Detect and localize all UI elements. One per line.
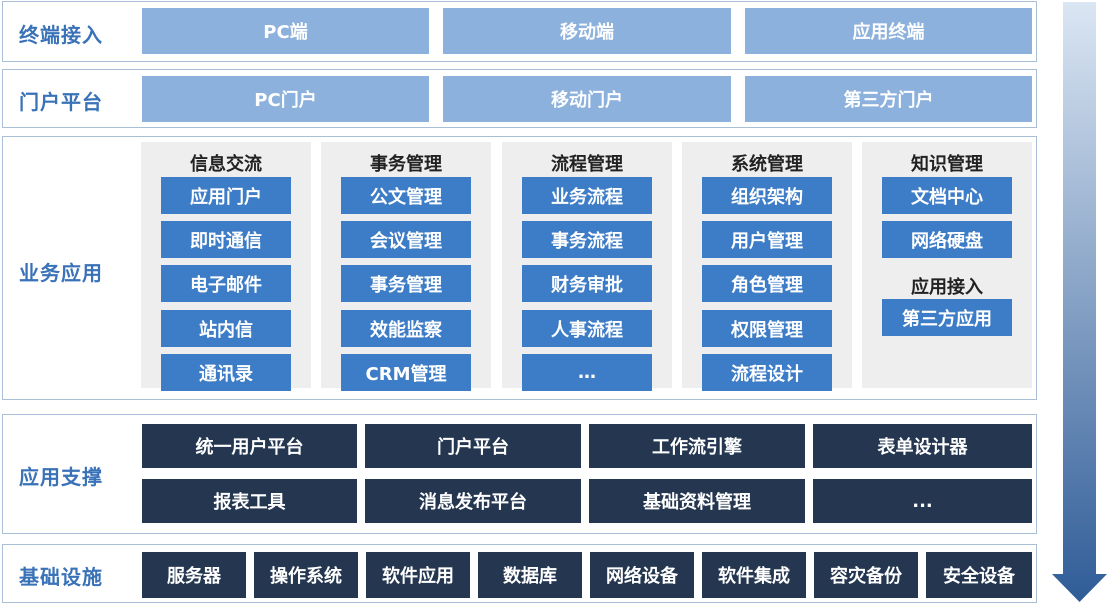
workflow-engine-button[interactable]: 工作流引擎: [589, 424, 805, 468]
form-designer-button[interactable]: 表单设计器: [813, 424, 1032, 468]
disaster-backup-button[interactable]: 容灾备份: [814, 552, 918, 598]
instant-messaging-button[interactable]: 即时通信: [161, 221, 291, 258]
terminal-item-mobile[interactable]: 移动端: [443, 8, 731, 54]
unified-user-platform-button[interactable]: 统一用户平台: [142, 424, 357, 468]
group-system: 系统管理 组织架构 用户管理 角色管理 权限管理 流程设计: [682, 142, 852, 391]
affairs-process-button[interactable]: 事务流程: [522, 221, 652, 258]
security-device-button[interactable]: 安全设备: [926, 552, 1032, 598]
portal-item-mobile[interactable]: 移动门户: [443, 76, 731, 122]
basic-data-management-button[interactable]: 基础资料管理: [589, 479, 805, 523]
portal-platform-button[interactable]: 门户平台: [365, 424, 581, 468]
support-layer: 应用支撑 统一用户平台 门户平台 工作流引擎 表单设计器 报表工具 消息发布平台…: [2, 414, 1037, 534]
financial-approval-button[interactable]: 财务审批: [522, 265, 652, 302]
operating-system-button[interactable]: 操作系统: [254, 552, 358, 598]
more-processes-button[interactable]: …: [522, 354, 652, 391]
portal-item-pc[interactable]: PC门户: [142, 76, 429, 122]
user-management-button[interactable]: 用户管理: [702, 221, 832, 258]
email-button[interactable]: 电子邮件: [161, 265, 291, 302]
message-publish-platform-button[interactable]: 消息发布平台: [365, 479, 581, 523]
process-design-button[interactable]: 流程设计: [702, 354, 832, 391]
third-party-app-button[interactable]: 第三方应用: [882, 299, 1012, 336]
org-structure-button[interactable]: 组织架构: [702, 177, 832, 214]
meeting-management-button[interactable]: 会议管理: [341, 221, 471, 258]
business-layer-title: 业务应用: [19, 261, 103, 285]
terminal-item-app[interactable]: 应用终端: [745, 8, 1032, 54]
support-layer-title: 应用支撑: [19, 465, 103, 489]
role-management-button[interactable]: 角色管理: [702, 265, 832, 302]
report-tool-button[interactable]: 报表工具: [142, 479, 357, 523]
terminal-layer: 终端接入 PC端 移动端 应用终端: [2, 1, 1037, 62]
document-center-button[interactable]: 文档中心: [882, 177, 1012, 214]
database-button[interactable]: 数据库: [478, 552, 582, 598]
group-affairs: 事务管理 公文管理 会议管理 事务管理 效能监察 CRM管理: [321, 142, 491, 391]
flow-down-arrow-icon: [1052, 2, 1107, 602]
portal-layer: 门户平台 PC门户 移动门户 第三方门户: [2, 69, 1037, 128]
group-title: 系统管理: [731, 154, 803, 175]
efficiency-supervision-button[interactable]: 效能监察: [341, 310, 471, 347]
software-application-button[interactable]: 软件应用: [366, 552, 470, 598]
group-workflow: 流程管理 业务流程 事务流程 财务审批 人事流程 …: [502, 142, 672, 391]
group-subtitle: 应用接入: [911, 277, 983, 298]
app-portal-button[interactable]: 应用门户: [161, 177, 291, 214]
hr-process-button[interactable]: 人事流程: [522, 310, 652, 347]
terminal-layer-title: 终端接入: [19, 23, 103, 47]
group-title: 信息交流: [190, 154, 262, 175]
server-button[interactable]: 服务器: [142, 552, 246, 598]
portal-item-third-party[interactable]: 第三方门户: [745, 76, 1032, 122]
infrastructure-layer-title: 基础设施: [19, 565, 103, 589]
group-title: 知识管理: [911, 154, 983, 175]
permission-management-button[interactable]: 权限管理: [702, 310, 832, 347]
infrastructure-layer: 基础设施 服务器 操作系统 软件应用 数据库 网络设备 软件集成 容灾备份 安全…: [2, 544, 1037, 603]
group-info-exchange: 信息交流 应用门户 即时通信 电子邮件 站内信 通讯录: [141, 142, 311, 391]
document-management-button[interactable]: 公文管理: [341, 177, 471, 214]
more-support-button[interactable]: ...: [813, 479, 1032, 523]
software-integration-button[interactable]: 软件集成: [702, 552, 806, 598]
business-process-button[interactable]: 业务流程: [522, 177, 652, 214]
crm-management-button[interactable]: CRM管理: [341, 354, 471, 391]
internal-message-button[interactable]: 站内信: [161, 310, 291, 347]
terminal-item-pc[interactable]: PC端: [142, 8, 429, 54]
group-title: 事务管理: [370, 154, 442, 175]
affairs-management-button[interactable]: 事务管理: [341, 265, 471, 302]
group-title: 流程管理: [551, 154, 623, 175]
address-book-button[interactable]: 通讯录: [161, 354, 291, 391]
group-knowledge: 知识管理 文档中心 网络硬盘 应用接入 第三方应用: [862, 142, 1032, 388]
portal-layer-title: 门户平台: [19, 90, 103, 114]
network-device-button[interactable]: 网络设备: [590, 552, 694, 598]
business-layer: 业务应用 信息交流 应用门户 即时通信 电子邮件 站内信 通讯录 事务管理 公文…: [2, 136, 1037, 400]
network-disk-button[interactable]: 网络硬盘: [882, 221, 1012, 258]
